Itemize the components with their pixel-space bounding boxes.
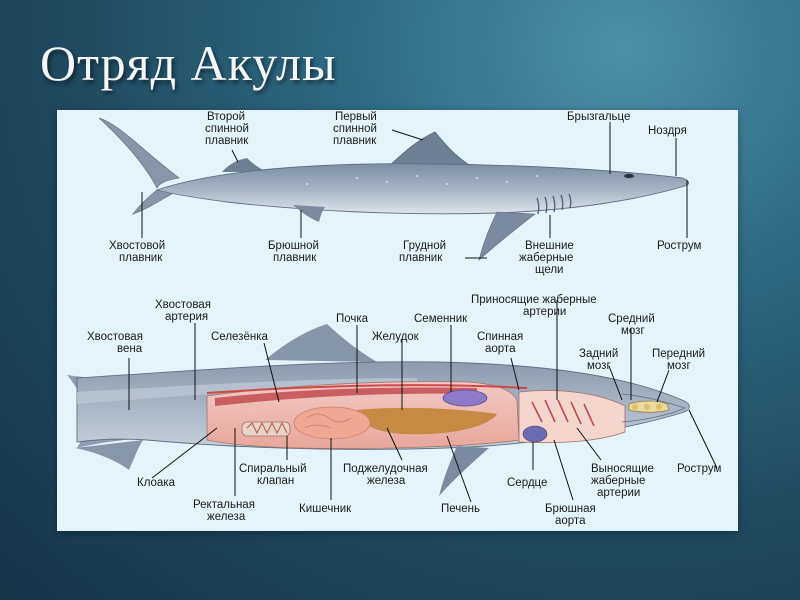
label-rostrum-bottom: Рострум	[677, 463, 721, 475]
label-intestine: Кишечник	[299, 503, 352, 515]
internal-shark	[67, 324, 690, 496]
bottom-leader-lines	[128, 300, 718, 503]
label-stomach: Желудок	[372, 331, 420, 343]
label-nostril: Ноздря	[648, 125, 687, 137]
label-testis: Семенник	[414, 313, 468, 325]
label-liver: Печень	[441, 503, 480, 515]
spiral-valve	[241, 421, 291, 437]
external-shark	[98, 117, 689, 261]
label-spleen: Селезёнка	[211, 331, 268, 343]
label-kidney: Почка	[336, 313, 369, 325]
label-spiracle: Брызгальце	[567, 111, 630, 123]
label-cloaca: Клоака	[137, 477, 176, 489]
top-leader-lines	[141, 122, 688, 259]
label-rostrum-top: Рострум	[657, 240, 701, 252]
label-heart: Сердце	[507, 477, 547, 489]
slide-title: Отряд Акулы	[40, 35, 337, 91]
